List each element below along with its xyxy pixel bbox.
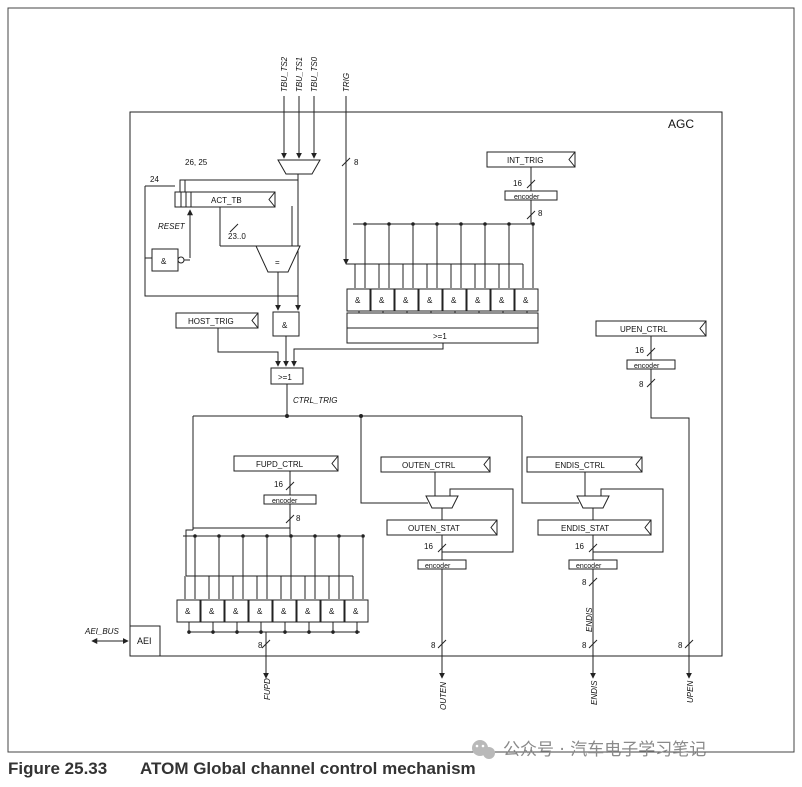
svg-text:encoder: encoder [634,363,660,370]
fupd-and-label: & [353,607,359,616]
int-trig-label: INT_TRIG [507,156,543,165]
host-trig-label: HOST_TRIG [188,317,234,326]
and-gate-main [272,311,300,337]
tbu-ts1-label: TBU_TS1 [295,57,304,92]
svg-text:8: 8 [582,641,587,650]
trig-and-label: & [403,296,409,305]
wechat-icon [472,740,495,759]
reset-label: RESET [158,222,186,231]
act-tb-register [174,191,276,208]
aei-label: AEI [137,636,152,646]
fupd-ctrl-label: FUPD_CTRL [256,460,304,469]
trig-and-label: & [379,296,385,305]
fupd-and-label: & [329,607,335,616]
fupd-and-label: & [257,607,263,616]
out-upen-label: UPEN [686,681,695,703]
outen-mux [425,495,459,509]
fupd-and-label: & [281,607,287,616]
svg-text:8: 8 [431,641,436,650]
host-trig-register [175,312,259,329]
trig-and-label: & [475,296,481,305]
fupd-gate-array: &&&&&&&& [176,527,369,634]
svg-text:encoder: encoder [272,498,298,505]
svg-text:&: & [161,257,167,266]
outen-ctrl-label: OUTEN_CTRL [402,461,456,470]
figure-frame [7,7,795,753]
svg-text:8: 8 [258,641,263,650]
aei-bus-label: AEI_BUS [84,627,119,636]
svg-text:8: 8 [354,158,359,167]
svg-text:8: 8 [296,514,301,523]
eq-comparator [255,245,301,273]
svg-text:16: 16 [424,542,433,551]
upen-ctrl-label: UPEN_CTRL [620,325,668,334]
trig-and-label: & [451,296,457,305]
fupd-ctrl-register [233,455,339,472]
out-endis-label: ENDIS [590,680,599,705]
svg-text:=: = [275,258,280,267]
svg-text:16: 16 [274,480,283,489]
bits-23-0-label: 23..0 [228,232,246,241]
trig-and-label: & [499,296,505,305]
out-outen-label: OUTEN [439,682,448,710]
agc-block [129,111,723,657]
tbu-mux [277,159,321,175]
svg-text:8: 8 [678,641,683,650]
trig-label: TRIG [342,73,351,92]
svg-text:>=1: >=1 [433,332,447,341]
svg-text:16: 16 [575,542,584,551]
out-fupd-label: FUPD [263,678,272,700]
outen-stat-label: OUTEN_STAT [408,524,460,533]
svg-text:encoder: encoder [425,563,451,570]
fupd-and-label: & [209,607,215,616]
svg-text:16: 16 [635,346,644,355]
aei-box [129,625,161,657]
svg-text:encoder: encoder [514,194,540,201]
fupd-and-label: & [185,607,191,616]
svg-text:8: 8 [582,578,587,587]
svg-text:16: 16 [513,179,522,188]
trig-and-label: & [427,296,433,305]
endis-mid-label: ENDIS [585,607,594,632]
svg-text:8: 8 [538,209,543,218]
watermark-text: 公众号 · 汽车电子学习笔记 [503,740,706,760]
bits-26-25-label: 26, 25 [185,158,208,167]
svg-text:encoder: encoder [576,563,602,570]
svg-text:&: & [282,321,288,330]
agc-label: AGC [668,117,694,131]
bits-24-label: 24 [150,175,159,184]
tbu-ts0-label: TBU_TS0 [310,56,319,92]
endis-ctrl-label: ENDIS_CTRL [555,461,605,470]
endis-stat-register [537,519,652,536]
endis-stat-label: ENDIS_STAT [561,524,609,533]
trig-and-label: & [523,296,529,305]
figure-title: ATOM Global channel control mechanism [140,759,476,778]
endis-mux [576,495,610,509]
trig-gate-array: &&&&&&&& [346,222,539,329]
tbu-ts2-label: TBU_TS2 [280,56,289,92]
act-tb-label: ACT_TB [211,196,242,205]
fupd-and-label: & [233,607,239,616]
ctrl-trig-label: CTRL_TRIG [293,396,337,405]
figure-number: Figure 25.33 [8,759,107,778]
svg-text:8: 8 [639,380,644,389]
fupd-and-label: & [305,607,311,616]
trig-and-label: & [355,296,361,305]
svg-text:>=1: >=1 [278,373,292,382]
